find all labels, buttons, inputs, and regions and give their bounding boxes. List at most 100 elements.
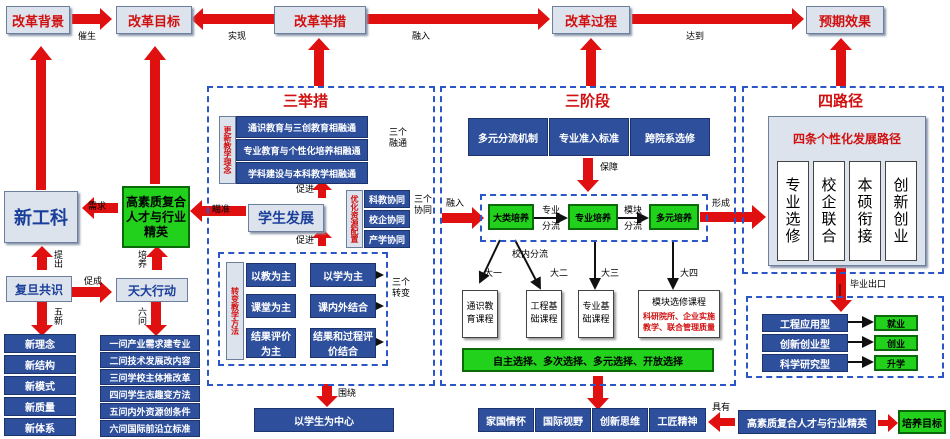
year-label: 大四 [680,269,699,279]
weirao-label: 围绕 [338,389,357,399]
reform-measures-label: 改革举措 [293,14,346,30]
quality-item: 工匠精神 [649,408,706,432]
quality-item: 国际视野 [535,408,591,432]
six-question-item: 四问学生志趣变方法 [100,386,200,402]
six-question-item: 三问学校主体推改革 [100,369,200,385]
outcome-frame [746,296,944,378]
tianda-label: 天大行动 [127,283,176,298]
graduation-exit-label: 毕业出口 [850,280,887,290]
baozhang-label: 保障 [600,163,619,173]
method-change-frame [218,252,388,366]
graduate-type: 工程应用型 [762,314,848,332]
zhuan-right-item: 以学为主 [310,263,376,287]
six-question-item: 五问内外资源创条件 [100,403,200,419]
outcome-box: 就业 [874,315,918,331]
talent-elite-label: 高素质复合人才与行业精英 [125,194,186,239]
cuisheng-label: 催生 [78,32,97,42]
fudan-consensus-box: 复旦共识 [6,276,72,302]
four-paths-frame [742,86,944,274]
student-development-label: 学生发展 [258,211,314,227]
mokuai-fenliu-label: 模块分流 [623,206,642,232]
change-teaching-method: 转变教学方法 [226,262,244,360]
six-question-item: 二问技术发展改内容 [100,352,200,368]
reform-background-box: 改革背景 [6,6,70,34]
three-rongtong-label: 三个融通 [388,128,407,149]
mechanism-item: 专业准入标准 [549,118,629,156]
training-goal-box: 培养目标 [898,410,946,434]
three-zhuanbian-label: 三个转变 [392,278,411,299]
mechanism-item: 多元分流机制 [468,118,548,156]
module-red-note: 科研院所、企业实施教学、联合管理质量 [643,312,715,332]
liuwen-label: 六问 [136,307,146,325]
outcome-box: 升学 [874,355,918,371]
rongtong-item: 专业教育与个性化培养相融通 [236,139,368,161]
update-teaching-concept: 更新教学理念 [219,116,236,184]
zhuan-left-item: 以教为主 [246,263,296,287]
tichu-label: 提出 [52,250,62,268]
year-label: 大一 [484,269,503,279]
rongtong-item: 学科建设与本科教学相融通 [236,162,368,184]
module-elective-box: 模块选修课程 科研院所、企业实施教学、联合管理质量 [638,290,720,338]
cujin-bottom-label: 促进 [296,236,315,246]
zhuan-right-item: 课内外结合 [310,294,376,318]
four-paths-panel: 四条个性化发展路径 专业选修 校企联合 本硕衔接 创新创业 [768,116,926,266]
xietong-item: 科教协同 [364,190,410,208]
xiaonei-fenliu-label: 校内分流 [512,250,549,260]
wuxin-label: 五新 [52,307,62,325]
zhuan-left-item: 课堂为主 [246,294,296,318]
path-item: 本硕衔接 [849,161,881,261]
three-stages-frame [440,86,736,386]
mechanism-row: 多元分流机制 专业准入标准 跨院系选修 [468,118,710,156]
three-stages-title: 三阶段 [565,92,611,110]
five-new-item: 新理念 [4,334,76,353]
three-measures-frame [207,86,435,386]
qualities-row: 家国情怀 国际视野 创新思维 工匠精神 [478,408,706,432]
year-label: 大三 [601,269,620,279]
reform-background-label: 改革背景 [11,14,64,30]
optimize-resources: 优化资源配置 [346,190,363,248]
reform-process-label: 改革过程 [564,14,617,30]
juyou-label: 具有 [712,403,731,413]
student-development-box: 学生发展 [248,204,324,232]
cucheng-label: 促成 [84,277,103,287]
reform-process-box: 改革过程 [552,6,630,34]
four-paths-title: 四路径 [818,92,864,110]
quality-item: 创新思维 [592,408,648,432]
module-title: 模块选修课程 [651,298,706,308]
shixian-label: 实现 [228,32,247,42]
tianda-action-box: 天大行动 [116,278,188,302]
outcome-box: 创业 [874,335,918,351]
choice-bar: 自主选择、多次选择、多元选择、开放选择 [462,348,714,372]
course-box: 通识教育课程 [462,290,498,338]
graduate-type: 科学研究型 [762,354,848,372]
stage-box: 多元培养 [649,204,699,230]
xingongke-label: 新工科 [14,208,68,229]
miaozhun-label: 瞄准 [212,205,231,215]
path-item: 校企联合 [813,161,845,261]
zhuan-left-item: 结果评价为主 [246,328,296,358]
stage-box: 大类培养 [488,204,534,230]
talent-elite-box: 高素质复合人才与行业精英 [122,186,190,248]
top-red-arrows [30,8,898,432]
three-measures-title: 三举措 [283,92,329,110]
cujin-top-label: 促进 [296,185,315,195]
path-item: 创新创业 [885,161,917,261]
stage-row-frame [480,194,708,242]
bottom-talent-box: 高素质复合人才与行业精英 [738,410,876,434]
stage-box: 专业培养 [568,204,618,230]
five-new-list: 新理念 新结构 新模式 新质量 新体系 [4,334,76,436]
quality-item: 家国情怀 [478,408,534,432]
three-xietong-label: 三个协同 [413,195,432,216]
zhuanye-fenliu-label: 专业分流 [541,206,560,232]
five-new-item: 新结构 [4,355,76,374]
xietong-item: 产学协同 [364,230,410,248]
six-question-item: 一问产业需求建专业 [100,335,200,351]
rongru-mid-label: 融入 [446,199,465,209]
peiyang-label: 培养 [136,250,146,268]
xingcheng-label: 形成 [712,199,731,209]
zhuan-right-item: 结果和过程评价结合 [310,328,376,358]
xietong-list: 科教协同 校企协同 产学协同 [364,190,410,248]
five-new-item: 新质量 [4,397,76,416]
student-centered-box: 以学生为中心 [254,408,394,432]
